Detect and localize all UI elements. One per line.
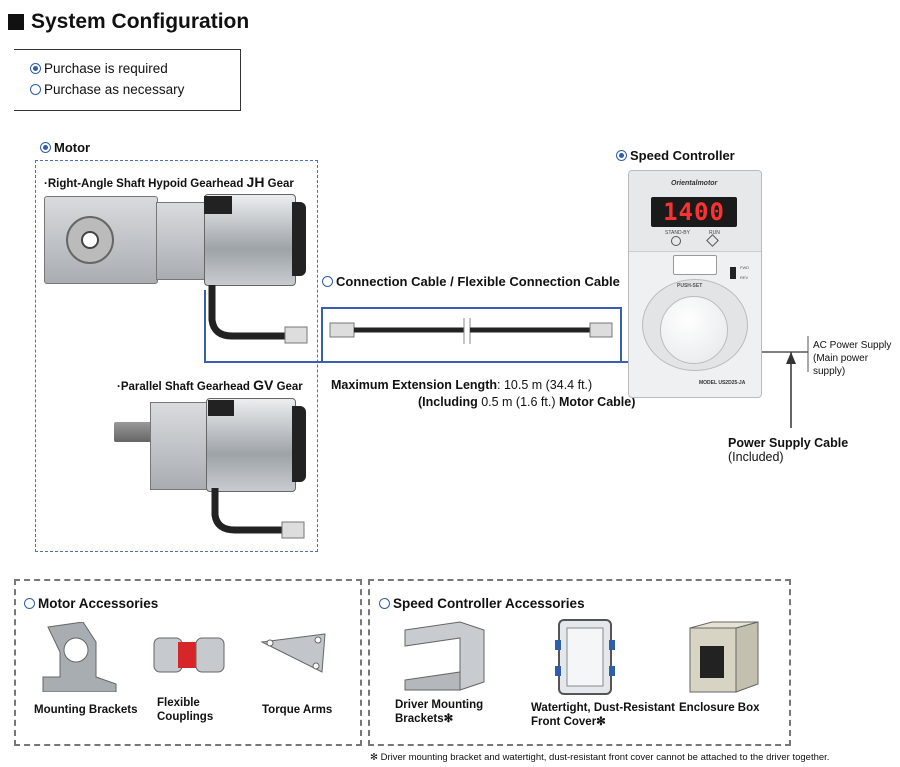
jh-caption-suffix: Gear [264, 178, 294, 190]
jh-motor-cap [292, 202, 306, 276]
gv-gearhead [150, 402, 208, 490]
standby-button-icon[interactable] [671, 236, 681, 246]
open-circle-icon [30, 84, 41, 95]
direction-switch[interactable] [673, 255, 717, 275]
ac-power-supply-label: AC Power Supply (Main power supply) [813, 339, 900, 378]
controller-accessories-title: Speed Controller Accessories [379, 596, 585, 611]
jh-motor-cable [208, 285, 285, 340]
torque-arm-image [260, 633, 326, 673]
connection-cable-label: Connection Cable / Flexible Connection C… [322, 274, 620, 289]
controller-accessories-box [368, 579, 791, 746]
filled-circle-icon [40, 142, 51, 153]
gv-caption-code: GV [253, 377, 274, 393]
torque-arms-label: Torque Arms [262, 704, 333, 716]
motor-section-label: Motor [40, 140, 90, 155]
push-set-label: PUSH-SET [677, 283, 703, 289]
jh-caption-code: JH [246, 174, 265, 190]
jh-shaft-hole [81, 231, 99, 249]
gv-motor-cable [211, 488, 282, 534]
jh-motor-image [44, 194, 314, 344]
speed-controller-device: Orientalmotor 1400 STAND-BY RUN FWD REV … [628, 170, 762, 398]
including-value: 0.5 m (1.6 ft.) [481, 395, 559, 409]
jh-motor-connector [284, 326, 308, 344]
filled-circle-icon [616, 150, 627, 161]
connection-cable-label-text: Connection Cable / Flexible Connection C… [336, 274, 620, 289]
open-circle-icon [322, 276, 333, 287]
gv-output-shaft [114, 422, 154, 442]
motor-label: Motor [54, 140, 91, 155]
standby-label: STAND-BY [665, 230, 690, 236]
gv-motor-image [114, 398, 314, 543]
legend-as-necessary-label: Purchase as necessary [44, 82, 185, 97]
front-cover-image [555, 619, 615, 695]
filled-circle-icon [30, 63, 41, 74]
motor-to-cable-line [204, 290, 322, 363]
page-title-text: System Configuration [31, 10, 250, 33]
cable-connector-right [589, 322, 613, 338]
speed-controller-label-text: Speed Controller [630, 148, 735, 163]
gv-caption-suffix: Gear [273, 381, 303, 393]
fwd-rev-switch[interactable] [730, 267, 736, 279]
motor-accessories-title: Motor Accessories [24, 596, 158, 611]
gv-caption-prefix: ·Parallel Shaft Gearhead [117, 381, 254, 393]
power-supply-cable-label: Power Supply Cable (Included) [728, 436, 900, 464]
max-ext-label: Maximum Extension Length [331, 378, 497, 392]
gv-label-plate [208, 400, 234, 416]
fwd-label: FWD [740, 265, 750, 270]
driver-mounting-brackets-label: Driver Mounting Brackets✻ [395, 699, 484, 725]
motor-group-box [35, 160, 318, 552]
gv-motor-connector [281, 521, 305, 539]
enclosure-box-label: Enclosure Box [679, 702, 760, 714]
model-label: MODEL US2D25-JA [699, 380, 746, 386]
open-circle-icon [24, 598, 35, 609]
controller-accessories-title-text: Speed Controller Accessories [393, 596, 585, 611]
ac-line2: (Main power supply) [813, 353, 869, 377]
controller-brand: Orientalmotor [671, 180, 718, 187]
up-arrow-icon [786, 352, 796, 364]
legend-box: Purchase is required Purchase as necessa… [14, 49, 241, 111]
jh-gear-caption: ·Right-Angle Shaft Hypoid Gearhead JH Ge… [44, 174, 294, 190]
legend-required: Purchase is required [30, 61, 168, 76]
front-cover-label: Watertight, Dust-Resistant Front Cover✻ [531, 702, 675, 728]
jh-caption-prefix: ·Right-Angle Shaft Hypoid Gearhead [44, 178, 247, 190]
legend-required-label: Purchase is required [44, 61, 168, 76]
gv-gear-caption: ·Parallel Shaft Gearhead GV Gear [117, 377, 303, 393]
mounting-bracket-image [42, 622, 117, 692]
power-cable-label-text: Power Supply Cable [728, 436, 849, 450]
including-motor-cable: (Including 0.5 m (1.6 ft.) Motor Cable) [418, 395, 635, 409]
mounting-brackets-label: Mounting Brackets [34, 704, 138, 716]
flexible-coupling-image [153, 637, 225, 673]
connection-cable-box [321, 307, 622, 363]
speed-display: 1400 [651, 197, 737, 227]
max-ext-value: : 10.5 m (34.4 ft.) [497, 378, 593, 392]
footnote: ✻ Driver mounting bracket and watertight… [370, 752, 830, 763]
jh-label-plate [204, 196, 232, 214]
cable-connector-left [329, 322, 355, 338]
gv-motor-cap [292, 406, 306, 482]
open-circle-icon [379, 598, 390, 609]
page-title: System Configuration [8, 10, 249, 34]
motor-accessories-box [14, 579, 362, 746]
including-open: (Including [418, 395, 482, 409]
flexible-couplings-label: Flexible Couplings [157, 697, 214, 723]
title-square-icon [8, 14, 24, 30]
enclosure-box-image [689, 621, 759, 693]
power-cable-note: (Included) [728, 450, 784, 464]
motor-accessories-title-text: Motor Accessories [38, 596, 159, 611]
max-extension-length: Maximum Extension Length: 10.5 m (34.4 f… [331, 378, 592, 392]
run-label: RUN [709, 230, 720, 236]
driver-mounting-bracket-image [404, 621, 485, 691]
speed-knob[interactable] [660, 296, 728, 364]
including-close: Motor Cable) [559, 395, 636, 409]
speed-controller-label: Speed Controller [616, 148, 735, 163]
legend-as-necessary: Purchase as necessary [30, 82, 184, 97]
ac-line1: AC Power Supply [813, 340, 892, 351]
rev-label: REV [740, 275, 749, 280]
